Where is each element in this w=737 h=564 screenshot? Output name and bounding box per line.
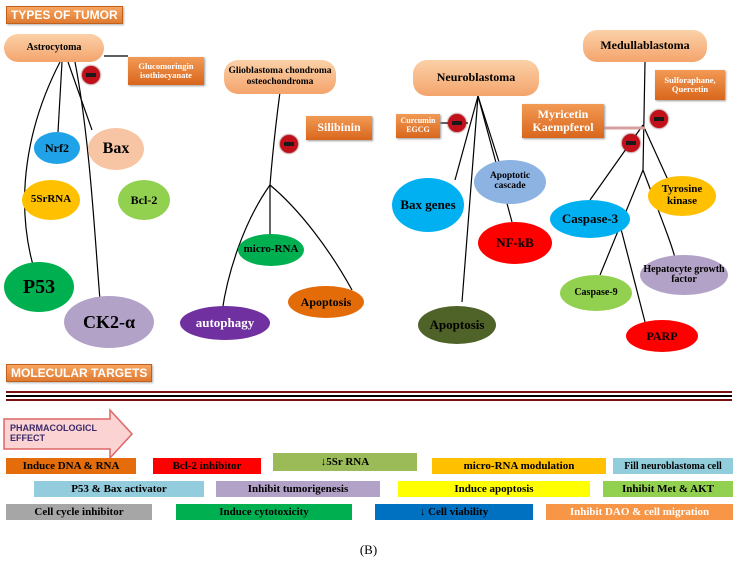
- target-caspase3: Caspase-3: [550, 200, 630, 238]
- target-parp: PARP: [626, 320, 698, 352]
- tumor-neuroblastoma: Neuroblastoma: [413, 60, 539, 96]
- target-tyrosine-kinase: Tyrosine kinase: [648, 176, 716, 216]
- effect-inhibit-met-akt: Inhibit Met & AKT: [603, 481, 733, 497]
- effect-microrna-modulation: micro-RNA modulation: [432, 458, 606, 474]
- effect-induce-cytotoxicity: Induce cytotoxicity: [176, 504, 352, 520]
- line-medullo-tyrosine: [642, 124, 669, 181]
- drug-curcumin: Curcumin EGCG: [396, 114, 440, 138]
- target-autophagy: autophagy: [180, 306, 270, 340]
- line-neuro-apoptosis: [461, 95, 479, 303]
- target-apoptosis-neuro: Apoptosis: [418, 306, 496, 344]
- types-of-tumor-label: TYPES OF TUMOR: [6, 6, 123, 24]
- tumor-glioblastoma: Glioblastoma chondroma osteochondroma: [224, 60, 336, 94]
- effect-induce-dna-rna: Induce DNA & RNA: [6, 458, 136, 474]
- drug-sulforaphane: Sulforaphane, Quercetin: [655, 70, 725, 100]
- effect-bcl2-inhibitor: Bcl-2 inhibitor: [153, 458, 261, 474]
- inhibit-icon: [448, 114, 466, 132]
- target-hgf: Hepatocyte growth factor: [640, 255, 728, 295]
- line-glio-stem: [269, 91, 281, 186]
- effect-5sr-rna: ↓5Sr RNA: [273, 453, 417, 471]
- figure-caption: (B): [359, 542, 378, 557]
- line-neuro-bax: [454, 95, 479, 181]
- target-bax-genes: Bax genes: [392, 178, 464, 232]
- target-caspase9: Caspase-9: [560, 275, 632, 311]
- line-astro-bax: [67, 61, 93, 131]
- target-bax: Bax: [88, 128, 144, 170]
- pharmacologic-arrow: [3, 408, 134, 460]
- target-nfkb: NF-kB: [478, 222, 552, 264]
- inhibit-icon: [622, 134, 640, 152]
- effect-cell-cycle-inhibitor: Cell cycle inhibitor: [6, 504, 152, 520]
- molecular-targets-label: MOLECULAR TARGETS: [6, 364, 153, 382]
- target-microrna: micro-RNA: [238, 234, 304, 266]
- target-p53: P53: [4, 262, 74, 312]
- effect-induce-apoptosis: Induce apoptosis: [398, 481, 590, 497]
- target-bcl2: Bcl-2: [118, 180, 170, 220]
- tumor-medulloblastoma: Medullablastoma: [583, 30, 707, 62]
- line-medullo-parp: [619, 224, 646, 323]
- target-apoptosis-glio: Apoptosis: [288, 286, 364, 318]
- line-glio-apoptosis: [269, 184, 353, 291]
- effect-inhibit-dao-migration: Inhibit DAO & cell migration: [546, 504, 733, 520]
- line-medullo-hgf: [642, 169, 676, 259]
- inhibit-icon: [650, 110, 668, 128]
- effect-p53-bax-activator: P53 & Bax activator: [34, 481, 204, 497]
- effect-fill-neuroblastoma: Fill neuroblastoma cell: [613, 458, 733, 474]
- effect-inhibit-tumorigenesis: Inhibit tumorigenesis: [216, 481, 380, 497]
- pharmacologic-effect-label: PHARMACOLOGICL EFFECT: [10, 423, 97, 443]
- target-nrf2: Nrf2: [34, 132, 80, 164]
- tumor-astrocytoma: Astrocytoma: [4, 34, 104, 62]
- inhibit-icon: [82, 66, 100, 84]
- line-astro-p53: [24, 61, 61, 283]
- drug-myricetin: Myricetin Kaempferol: [522, 104, 604, 138]
- drug-silibinin: Silibinin: [306, 116, 372, 140]
- line-astro-ck2a: [74, 61, 101, 301]
- effect-cell-viability: ↓ Cell viability: [375, 504, 533, 520]
- drug-glucomoringin: Glucomoringin isothiocyanate: [128, 57, 204, 85]
- line-medullo-stem: [642, 61, 646, 171]
- target-ck2a: CK2-α: [64, 296, 154, 348]
- target-apoptotic-cascade: Apoptotic cascade: [474, 160, 546, 204]
- target-5srrna: 5SrRNA: [22, 180, 80, 220]
- inhibit-icon: [280, 135, 298, 153]
- line-astro-nrf2: [57, 61, 63, 133]
